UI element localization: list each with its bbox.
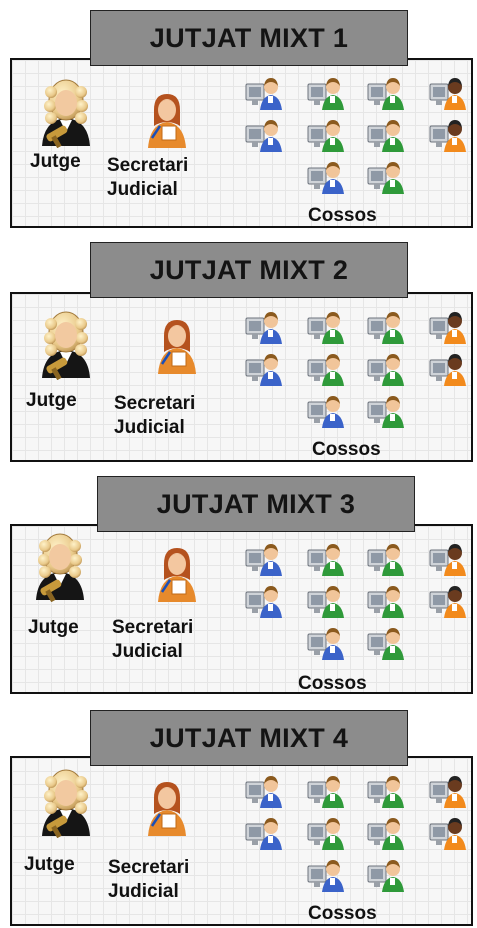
staff-computer-icon [367, 628, 404, 660]
staff-computer-icon [367, 818, 404, 850]
staff-computer-icon [429, 776, 466, 808]
staff-computer-icon [429, 586, 466, 618]
staff-computer-icon [245, 354, 282, 386]
staff-computer-icon [245, 312, 282, 344]
staff-computer-icon [307, 120, 344, 152]
staff-label: Cossos [308, 205, 377, 226]
court-header: JUTJAT MIXT 2 [90, 242, 408, 298]
staff-label: Cossos [308, 903, 377, 924]
secretary-icon [148, 782, 186, 836]
secretary-icon [158, 320, 196, 374]
judge-label: Jutge [28, 617, 79, 638]
staff-computer-icon [307, 818, 344, 850]
staff-computer-icon [367, 354, 404, 386]
staff-computer-icon [367, 860, 404, 892]
staff-computer-icon [367, 120, 404, 152]
staff-computer-icon [367, 312, 404, 344]
staff-computer-icon [307, 544, 344, 576]
staff-computer-icon [367, 586, 404, 618]
staff-computer-icon [245, 120, 282, 152]
court-header: JUTJAT MIXT 3 [97, 476, 415, 532]
staff-computer-icon [429, 120, 466, 152]
secretary-icon [158, 548, 196, 602]
judge-icon [42, 79, 90, 148]
judge-icon [42, 769, 90, 838]
staff-label: Cossos [298, 673, 367, 694]
staff-computer-icon [307, 162, 344, 194]
staff-computer-icon [307, 354, 344, 386]
secretary-icon [148, 94, 186, 148]
staff-computer-icon [307, 78, 344, 110]
judge-label: Jutge [24, 854, 75, 875]
court-header: JUTJAT MIXT 1 [90, 10, 408, 66]
staff-computer-icon [429, 78, 466, 110]
judge-label: Jutge [26, 390, 77, 411]
staff-computer-icon [429, 818, 466, 850]
staff-computer-icon [367, 78, 404, 110]
judge-icon [36, 533, 84, 602]
judge-icon [42, 311, 90, 380]
staff-computer-icon [367, 162, 404, 194]
staff-computer-icon [307, 312, 344, 344]
staff-computer-icon [307, 628, 344, 660]
staff-computer-icon [245, 818, 282, 850]
staff-computer-icon [245, 78, 282, 110]
staff-computer-icon [429, 354, 466, 386]
staff-computer-icon [307, 396, 344, 428]
court-header: JUTJAT MIXT 4 [90, 710, 408, 766]
staff-computer-icon [429, 312, 466, 344]
staff-computer-icon [307, 860, 344, 892]
staff-computer-icon [367, 544, 404, 576]
staff-computer-icon [367, 396, 404, 428]
staff-computer-icon [367, 776, 404, 808]
staff-computer-icon [245, 586, 282, 618]
staff-computer-icon [307, 586, 344, 618]
staff-computer-icon [307, 776, 344, 808]
staff-computer-icon [245, 776, 282, 808]
staff-label: Cossos [312, 439, 381, 460]
judge-label: Jutge [30, 151, 81, 172]
staff-computer-icon [429, 544, 466, 576]
staff-computer-icon [245, 544, 282, 576]
